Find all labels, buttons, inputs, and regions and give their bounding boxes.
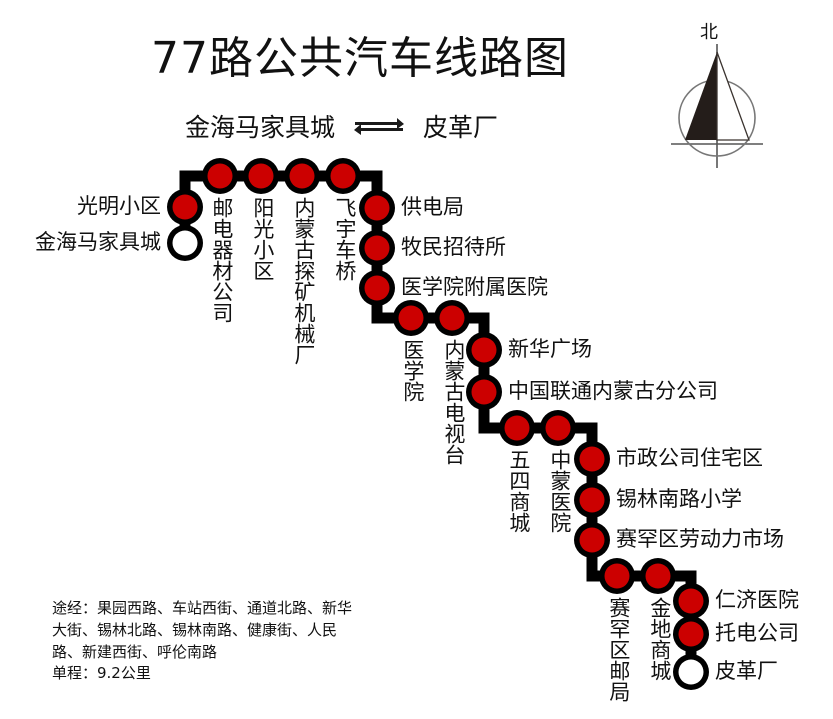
station-label: 五四商城 (506, 449, 531, 533)
station-label: 邮电器材公司 (209, 197, 234, 323)
route-length-text: 单程：9.2公里 (52, 664, 151, 683)
footer-note: 途经：果园西路、车站西街、通道北路、新华大街、锡林北路、锡林南路、健康街、人民路… (52, 598, 352, 685)
station-core (579, 527, 605, 553)
station-core (604, 563, 630, 589)
station-core (504, 415, 530, 441)
station-marker[interactable] (673, 654, 709, 690)
station-core (678, 588, 704, 614)
station-marker[interactable] (574, 441, 610, 477)
station-label: 金地商城 (647, 597, 672, 681)
station-core (172, 194, 198, 220)
station-core (289, 163, 315, 189)
station-core (364, 195, 390, 221)
station-label: 牧民招待所 (401, 235, 506, 259)
station-marker[interactable] (359, 270, 395, 306)
station-core (330, 163, 356, 189)
station-marker[interactable] (574, 482, 610, 518)
page-title: 77路公共汽车线路图 (151, 33, 569, 84)
station-label: 新华广场 (508, 337, 592, 361)
station-core (545, 415, 571, 441)
station-marker[interactable] (284, 158, 320, 194)
station-label: 光明小区 (77, 194, 161, 218)
station-core (645, 563, 671, 589)
station-marker[interactable] (540, 410, 576, 446)
station-marker[interactable] (574, 522, 610, 558)
compass-north-label: 北 (700, 22, 718, 43)
station-core (398, 305, 424, 331)
station-marker[interactable] (167, 225, 203, 261)
station-core (248, 163, 274, 189)
station-marker[interactable] (499, 410, 535, 446)
station-label: 赛罕区劳动力市场 (616, 527, 784, 551)
station-core (471, 379, 497, 405)
via-streets-text: 途经：果园西路、车站西街、通道北路、新华大街、锡林北路、锡林南路、健康街、人民路… (52, 599, 353, 661)
station-marker[interactable] (202, 158, 238, 194)
station-label: 仁济医院 (715, 588, 799, 612)
terminus-origin-label: 金海马家具城 (185, 113, 336, 142)
station-label: 皮革厂 (715, 659, 778, 683)
station-core (364, 275, 390, 301)
station-label: 内蒙古电视台 (441, 339, 466, 465)
station-marker[interactable] (359, 190, 395, 226)
station-label: 医学院附属医院 (401, 275, 548, 299)
station-core (678, 621, 704, 647)
station-core (579, 446, 605, 472)
station-label: 内蒙古探矿机械厂 (291, 197, 316, 365)
station-core (207, 163, 233, 189)
station-label: 医学院 (400, 339, 425, 402)
station-label: 中国联通内蒙古分公司 (508, 379, 718, 403)
station-marker[interactable] (434, 300, 470, 336)
terminus-core (172, 230, 198, 256)
compass-north-icon (671, 44, 763, 168)
station-marker[interactable] (243, 158, 279, 194)
station-label: 飞宇车桥 (332, 197, 357, 281)
bidirectional-arrow-icon (349, 115, 409, 137)
station-marker[interactable] (167, 189, 203, 225)
station-label: 锡林南路小学 (616, 487, 742, 511)
station-label: 中蒙医院 (547, 449, 572, 533)
station-label: 赛罕区邮局 (606, 597, 631, 702)
terminus-destination-label: 皮革厂 (423, 113, 499, 142)
station-label: 托电公司 (715, 621, 799, 645)
station-label: 阳光小区 (250, 197, 275, 281)
station-marker[interactable] (359, 230, 395, 266)
station-marker[interactable] (673, 616, 709, 652)
station-marker[interactable] (599, 558, 635, 594)
station-core (364, 235, 390, 261)
terminus-core (678, 659, 704, 685)
station-core (579, 487, 605, 513)
station-marker[interactable] (466, 332, 502, 368)
station-label: 金海马家具城 (35, 230, 161, 254)
terminus-banner: 金海马家具城 皮革厂 (185, 108, 498, 144)
station-label: 市政公司住宅区 (616, 446, 763, 470)
station-marker[interactable] (466, 374, 502, 410)
station-marker[interactable] (673, 583, 709, 619)
station-marker[interactable] (640, 558, 676, 594)
station-core (471, 337, 497, 363)
station-marker[interactable] (393, 300, 429, 336)
station-label: 供电局 (401, 195, 464, 219)
station-marker[interactable] (325, 158, 361, 194)
station-core (439, 305, 465, 331)
